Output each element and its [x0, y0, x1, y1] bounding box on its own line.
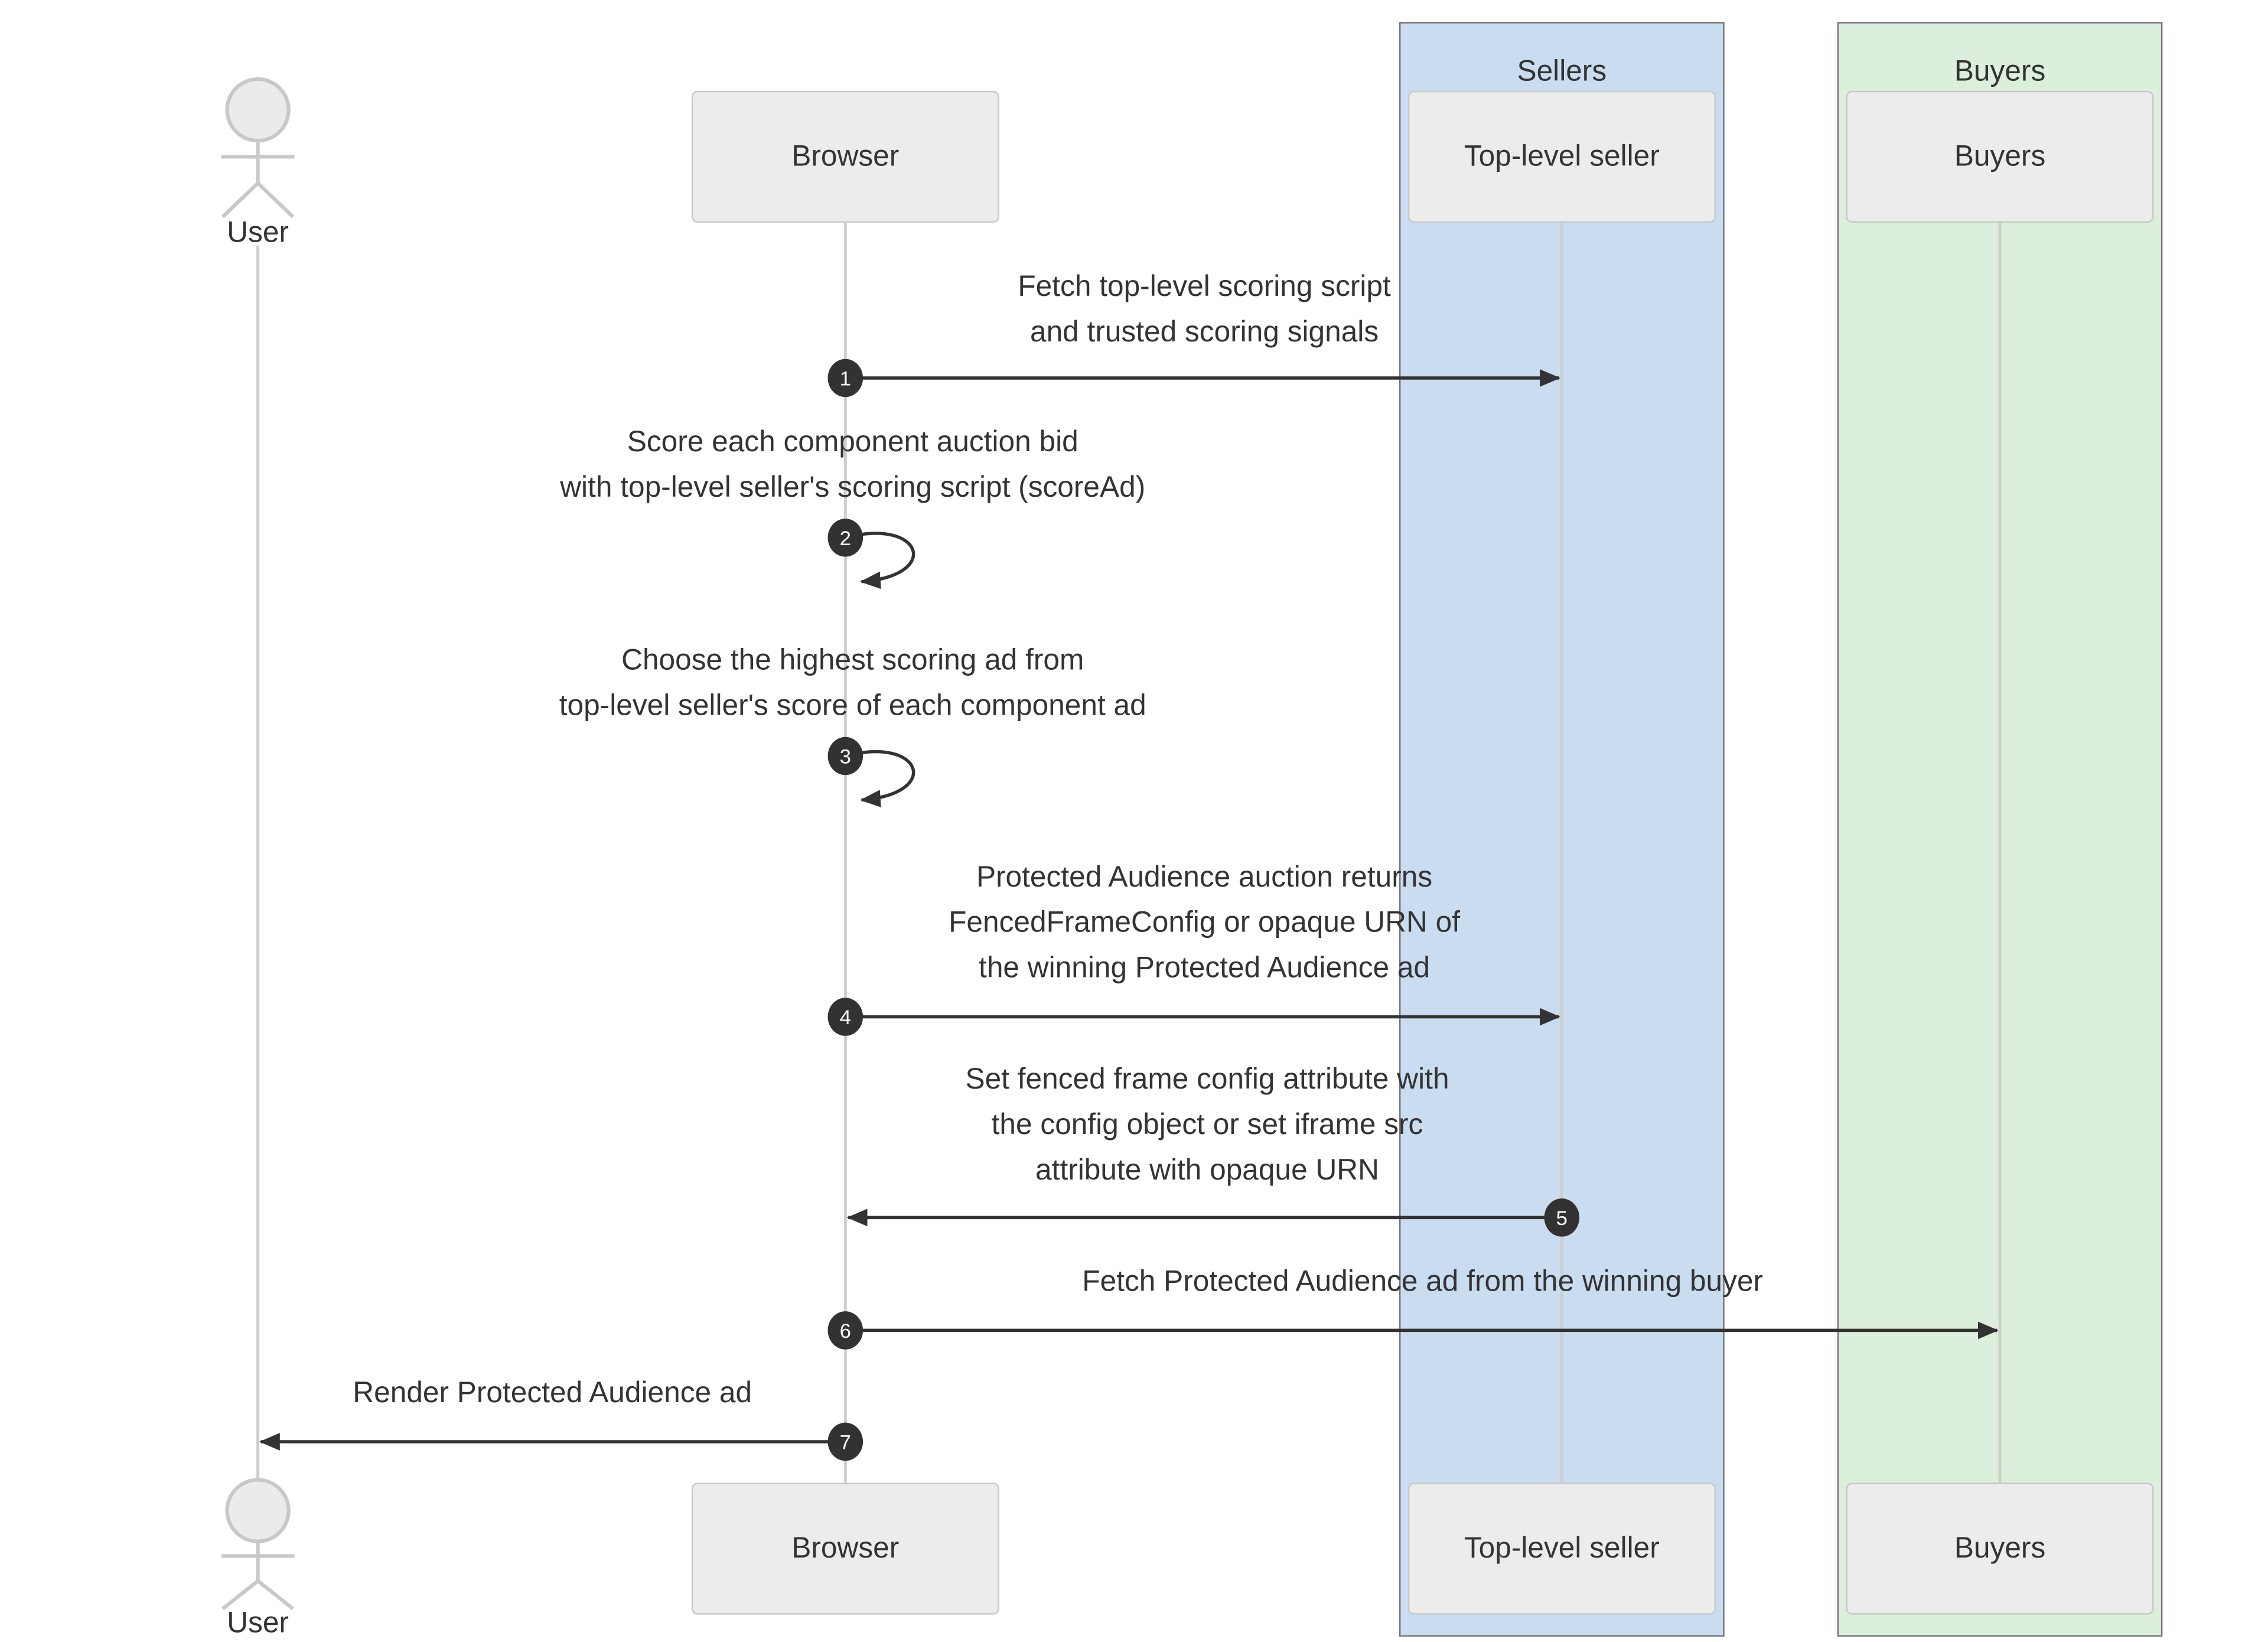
message-3-self-loop-arrow [845, 750, 915, 807]
user-actor-icon [221, 77, 295, 219]
message-6-label: Fetch Protected Audience ad from the win… [1082, 1260, 1763, 1305]
message-line: FencedFrameConfig or opaque URN of [949, 907, 1461, 940]
participant-top-level-seller-label: Top-level seller [1464, 1532, 1660, 1565]
participant-buyers-label: Buyers [1954, 139, 2046, 172]
message-line: Fetch Protected Audience ad from the win… [1082, 1266, 1764, 1298]
sequence-number-1-badge [827, 359, 863, 398]
message-line: Protected Audience auction returns [976, 861, 1433, 894]
sellers-group-title: Sellers [1517, 56, 1607, 88]
user-actor-label-top: User [227, 217, 289, 249]
message-5-label: Set fenced frame config attribute with t… [965, 1058, 1449, 1194]
sequence-number-7: 7 [840, 1431, 851, 1454]
sequence-number-4: 4 [840, 1006, 851, 1029]
sequence-number-4-badge [827, 998, 863, 1036]
buyers-group-title: Buyers [1954, 56, 2046, 88]
participant-top-level-seller-label: Top-level seller [1464, 139, 1660, 172]
sequence-number-3-badge [827, 737, 863, 776]
message-line: Set fenced frame config attribute with [965, 1063, 1449, 1096]
message-2-self-loop-arrow [845, 532, 915, 589]
message-line: Score each component auction bid [627, 426, 1078, 459]
message-1-label: Fetch top-level scoring script and trust… [1018, 265, 1390, 356]
sequence-number-badges: 1 2 3 4 5 6 7 [827, 359, 1580, 1461]
user-actor-icon-bottom [221, 1478, 295, 1611]
sequence-number-5: 5 [1556, 1207, 1568, 1230]
participant-buyers-label: Buyers [1954, 1532, 2046, 1565]
message-3-label: Choose the highest scoring ad from top-l… [559, 639, 1146, 730]
sequence-number-2: 2 [840, 527, 851, 550]
message-line: the winning Protected Audience ad [979, 952, 1430, 985]
message-line: top-level seller's score of each compone… [559, 690, 1146, 722]
message-line: attribute with opaque URN [1035, 1154, 1379, 1187]
participant-top-level-seller-bottom: Top-level seller [1407, 1483, 1716, 1615]
sequence-number-1: 1 [840, 367, 851, 390]
message-line: Choose the highest scoring ad from [621, 644, 1084, 677]
message-line: Fetch top-level scoring script [1018, 271, 1391, 304]
message-4-label: Protected Audience auction returns Fence… [949, 856, 1460, 992]
sequence-number-5-badge [1544, 1198, 1580, 1237]
message-line: with top-level seller's scoring script (… [560, 471, 1146, 504]
participant-buyers-top: Buyers [1846, 90, 2154, 223]
sequence-number-2-badge [827, 519, 863, 557]
participant-buyers-bottom: Buyers [1846, 1483, 2154, 1615]
message-line: the config object or set iframe src [991, 1109, 1423, 1142]
participant-browser-bottom: Browser [691, 1483, 999, 1615]
user-actor-label-bottom: User [227, 1607, 289, 1640]
message-line: and trusted scoring signals [1029, 316, 1379, 349]
participant-browser-label: Browser [791, 1532, 900, 1565]
sequence-number-6-badge [827, 1311, 863, 1350]
sequence-number-6: 6 [840, 1320, 851, 1343]
participant-top-level-seller-top: Top-level seller [1407, 90, 1716, 223]
message-line: Render Protected Audience ad [353, 1377, 752, 1410]
message-2-label: Score each component auction bid with to… [560, 421, 1145, 512]
message-7-label: Render Protected Audience ad [353, 1371, 752, 1417]
participant-browser-label: Browser [791, 139, 900, 172]
sequence-number-3: 3 [840, 745, 851, 768]
sequence-number-7-badge [827, 1422, 863, 1461]
participant-browser-top: Browser [691, 90, 999, 223]
